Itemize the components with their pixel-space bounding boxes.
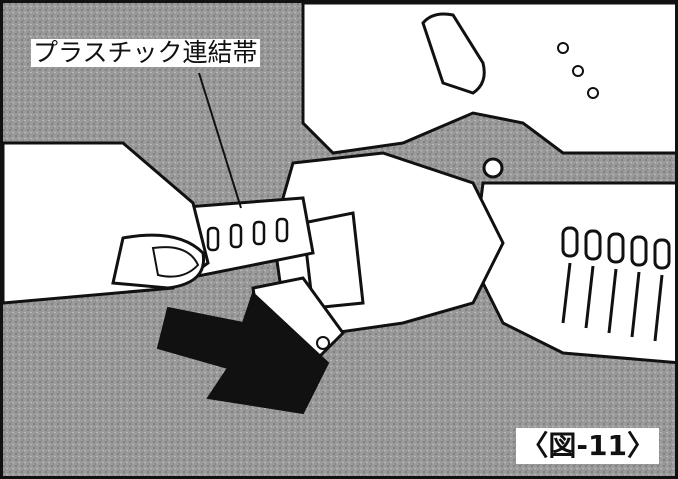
- driver-guide: [301, 211, 365, 310]
- illustration: [3, 3, 675, 476]
- screw-2: [572, 65, 584, 77]
- tool-body: [301, 3, 675, 155]
- callout-leader-line: [198, 72, 242, 209]
- pull-direction-arrow: [156, 291, 330, 415]
- screw-1: [557, 42, 569, 54]
- tool-handle-slot: [421, 12, 486, 95]
- collation-strip-callout: プラスチック連結帯: [31, 38, 260, 67]
- strip-teeth: [206, 217, 289, 252]
- figure-number-label: 〈図-11〉: [516, 428, 659, 464]
- nose-hole: [316, 336, 330, 350]
- screw-3: [587, 87, 599, 99]
- thumbnail: [151, 246, 200, 278]
- pivot-screw: [482, 157, 504, 179]
- nail-row: [561, 226, 671, 342]
